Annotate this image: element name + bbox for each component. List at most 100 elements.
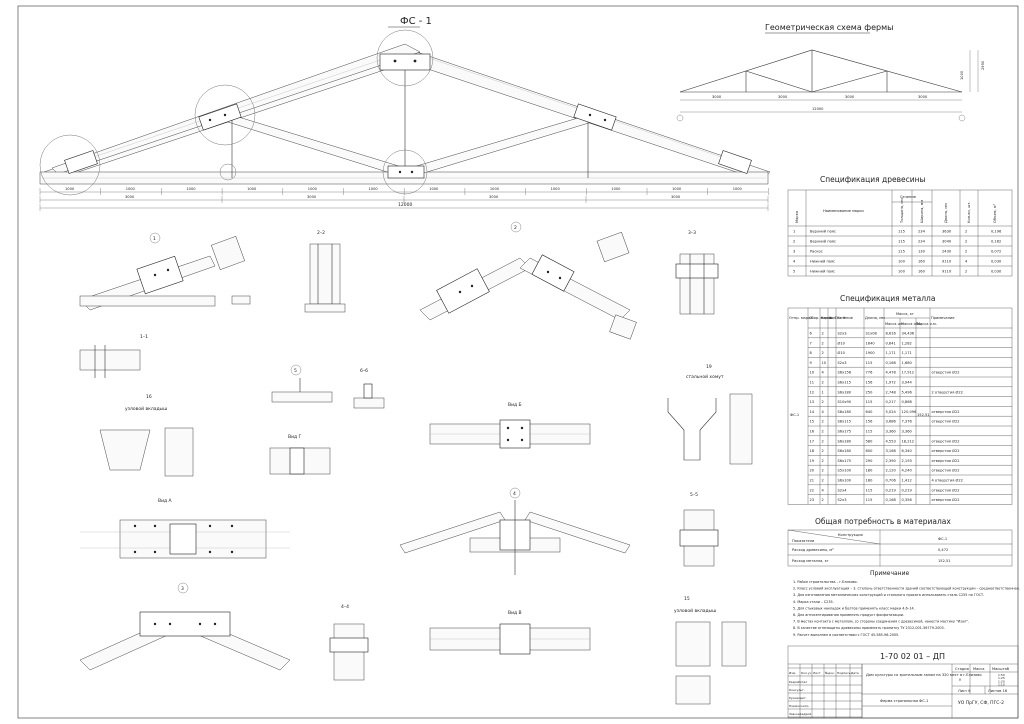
metal-cell: S2х3 bbox=[838, 332, 847, 336]
wood-cell: 0,030 bbox=[991, 270, 1002, 274]
metal-cell: 2 bbox=[822, 469, 824, 473]
wood-cell: 0,196 bbox=[991, 230, 1002, 234]
org-name: УО ПрГУ, СФ, ПГС-2 bbox=[958, 700, 1004, 706]
total-spec-title: Общая потребность в материалах bbox=[815, 517, 951, 526]
metal-cell: S2х3 bbox=[838, 498, 847, 502]
wood-header: Объем, м³ bbox=[993, 203, 997, 223]
sheet-title: Ферма стропильная ФС-1 bbox=[880, 699, 928, 703]
stamp-role: Зав.кафедрой bbox=[789, 712, 811, 716]
wood-cell: 130 bbox=[918, 250, 926, 254]
metal-cell: 7,376 bbox=[902, 420, 913, 424]
metal-cell: отверстия Ø22 bbox=[932, 409, 960, 414]
wood-header: Кол-во, шт. bbox=[967, 202, 971, 223]
metal-cell: 115 bbox=[866, 498, 873, 502]
wood-cell: 2 bbox=[965, 250, 967, 254]
metal-cell: 17,912 bbox=[902, 371, 915, 375]
metal-cell: 22 bbox=[810, 488, 815, 492]
rev-header: Лист bbox=[813, 671, 821, 675]
stamp-role: Разработал bbox=[789, 680, 807, 684]
metal-cell: 2,748 bbox=[886, 390, 897, 394]
doc-code: 1-70 02 01 – ДП bbox=[880, 652, 945, 661]
section-4-4-detail: 4–4 bbox=[329, 604, 369, 681]
metal-header: Примечание bbox=[931, 316, 955, 320]
metal-cell: 2 bbox=[822, 332, 824, 336]
metal-cell: 2 bbox=[822, 498, 824, 502]
sheet-number: Лист 6 bbox=[958, 689, 971, 693]
metal-cell: 3,168 bbox=[886, 449, 897, 453]
node-2-detail: 2 bbox=[419, 221, 637, 340]
metal-cell: 18,212 bbox=[902, 439, 915, 443]
metal-cell: 776 bbox=[866, 371, 874, 375]
metal-cell: 180 bbox=[866, 479, 874, 483]
wood-cell: 3 bbox=[793, 250, 795, 254]
metal-header: Сбор. марка bbox=[809, 316, 832, 320]
section-5-5-detail: 5–5 bbox=[679, 492, 719, 567]
metal-cell: 115 bbox=[866, 488, 873, 492]
wood-cell: 160 bbox=[918, 260, 926, 264]
wood-cell: 2 bbox=[793, 240, 795, 244]
metal-spec-title: Спецификация металла bbox=[840, 294, 935, 303]
metal-cell: 115 bbox=[866, 430, 873, 434]
total-cell: Расход древесины, м³ bbox=[792, 548, 834, 552]
metal-cell: 2,193 bbox=[902, 459, 912, 463]
truss-title: ФС - 1 bbox=[400, 16, 432, 27]
metal-cell: отверстия Ø22 bbox=[932, 370, 960, 375]
metal-cell: 20 bbox=[810, 469, 815, 473]
mass-header: Масса bbox=[973, 667, 984, 671]
wood-cell: 115 bbox=[898, 250, 905, 254]
wood-header: Длина, мм bbox=[944, 203, 948, 223]
note-item: 6. Для антисептирования применять продук… bbox=[793, 613, 904, 617]
metal-cell: 2,120 bbox=[886, 469, 897, 473]
view-b-label: Вид Б bbox=[508, 402, 522, 408]
metal-cell: 6,340 bbox=[902, 449, 913, 453]
metal-cell: 2,390 bbox=[886, 459, 897, 463]
metal-cell: 2 bbox=[822, 439, 824, 443]
metal-cell: S6х156 bbox=[838, 371, 852, 375]
metal-cell: 17 bbox=[810, 439, 815, 443]
metal-header: Кол-во Т bbox=[821, 316, 838, 320]
wood-cell: 115 bbox=[898, 240, 905, 244]
wood-spec-table: Спецификация древесины СечениеМаркаНаиме… bbox=[787, 175, 1013, 277]
metal-cell: 2 bbox=[822, 459, 824, 463]
dim-label: 3000 bbox=[671, 195, 681, 199]
scale-value: 1:20 bbox=[998, 679, 1005, 683]
node-16-title: узловой вкладыш bbox=[125, 405, 167, 412]
metal-cell: 2 bbox=[822, 479, 824, 483]
metal-cell: S6х180 bbox=[838, 439, 852, 443]
wood-cell: Нижний пояс bbox=[810, 260, 835, 264]
total-spec-table: Общая потребность в материалах Конструкц… bbox=[787, 517, 1013, 567]
metal-cell: 9 bbox=[810, 361, 813, 365]
sheet-border bbox=[17, 5, 1019, 719]
dim-label: 3000 bbox=[489, 195, 499, 199]
metal-cell: S6х115 bbox=[838, 381, 852, 385]
metal-cell: 2 bbox=[822, 449, 824, 453]
notes-title: Примечание bbox=[870, 570, 909, 577]
dim-label: 2990 bbox=[981, 60, 985, 70]
metal-cell: S10х90 bbox=[838, 400, 852, 404]
wood-cell: 1 bbox=[793, 230, 795, 234]
metal-cell: 250 bbox=[866, 390, 874, 394]
wood-cell: 3040 bbox=[942, 240, 952, 244]
section-5-5-label: 5–5 bbox=[690, 492, 698, 498]
dim-label: 1000 bbox=[551, 187, 561, 191]
dim-label: 1000 bbox=[429, 187, 439, 191]
metal-cell: 12 bbox=[810, 390, 815, 394]
wood-cell: 2 bbox=[965, 230, 967, 234]
node-4-label: 4 bbox=[513, 491, 516, 497]
metal-cell: 3,360 bbox=[902, 430, 913, 434]
metal-cell: 2 bbox=[822, 341, 824, 345]
metal-cell: 8 bbox=[810, 351, 813, 355]
metal-cell: отверстия Ø22 bbox=[932, 438, 960, 443]
metal-cell: 2 отверстия Ø22 bbox=[932, 389, 963, 394]
wood-cell: 160 bbox=[918, 270, 926, 274]
metal-cell: 15 bbox=[810, 420, 815, 424]
metal-cell: 640 bbox=[866, 410, 874, 414]
metal-cell: S6х180 bbox=[838, 390, 852, 394]
dim-label: 3000 bbox=[307, 195, 317, 199]
wood-cell: 4 bbox=[793, 260, 796, 264]
steel-clamp-detail: 19 стальной хомут bbox=[667, 364, 753, 465]
stamp-role: Руководит. bbox=[789, 696, 807, 700]
metal-cell: 0,168 bbox=[886, 498, 897, 502]
node-1-detail: 1 1–1 16 узловой вкладыш bbox=[79, 232, 251, 477]
metal-header: Длина, мм bbox=[865, 316, 885, 320]
